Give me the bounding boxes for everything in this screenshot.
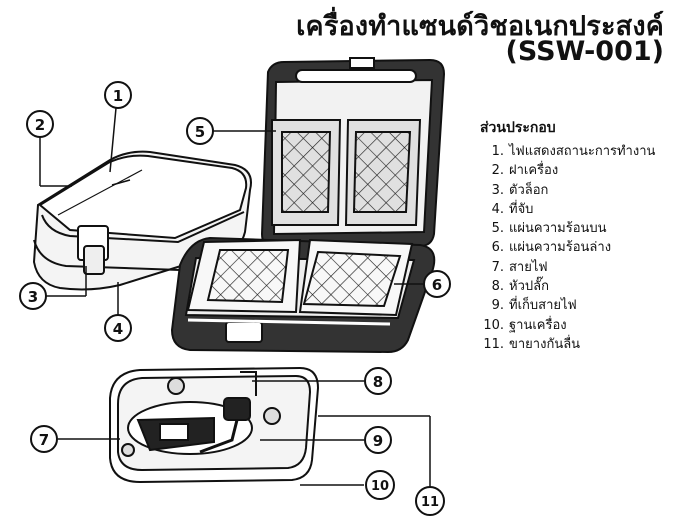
parts-heading: ส่วนประกอบ — [480, 120, 556, 136]
parts-item: 3.ตัวล็อก — [491, 182, 549, 198]
parts-item: 11.ขายางกันลื่น — [483, 336, 581, 352]
callout-number: 1 — [113, 87, 123, 105]
callout-number: 4 — [113, 320, 123, 338]
model-number: (SSW-001) — [505, 36, 665, 67]
callouts — [39, 107, 431, 488]
callout-number: 7 — [39, 431, 49, 449]
callout-9 — [364, 426, 392, 454]
parts-item: 8.หัวปลั๊ก — [491, 279, 549, 295]
parts-item: 7.สายไฟ — [491, 259, 548, 275]
callout-badges — [19, 81, 451, 516]
callout-7 — [30, 425, 58, 453]
callout-number: 6 — [432, 276, 442, 294]
callout-1 — [104, 81, 132, 109]
callout-number: 2 — [35, 116, 45, 134]
callout-2 — [26, 110, 54, 138]
parts-item: 1.ไฟแสดงสถานะการทำงาน — [491, 144, 656, 159]
open-sandwich-maker — [170, 57, 446, 354]
callout-number: 10 — [371, 479, 389, 494]
callout-number: 9 — [373, 432, 383, 450]
callout-number: 5 — [195, 123, 205, 141]
callout-number: 8 — [373, 373, 383, 391]
callout-6 — [423, 270, 451, 298]
callout-3 — [19, 282, 47, 310]
parts-item: 4.ที่จับ — [491, 201, 534, 217]
parts-item: 10.ฐานเครื่อง — [483, 317, 567, 333]
parts-item: 9.ที่เก็บสายไฟ — [491, 298, 577, 314]
parts-item: 5.แผ่นความร้อนบน — [491, 221, 607, 237]
parts-list: ส่วนประกอบ 1.ไฟแสดงสถานะการทำงาน 2.ฝาเคร… — [480, 117, 655, 354]
underside-view — [109, 366, 320, 484]
callout-5 — [186, 117, 214, 145]
callout-8 — [364, 367, 392, 395]
page-title: เครื่องทำแซนด์วิชอเนกประสงค์ — [296, 11, 664, 42]
parts-item: 2.ฝาเครื่อง — [491, 163, 559, 179]
callout-11 — [415, 486, 445, 516]
callout-numbers: 1 2 3 4 5 6 7 8 9 10 11 — [28, 87, 442, 510]
callout-number: 3 — [28, 288, 38, 306]
callout-10 — [365, 470, 395, 500]
parts-item: 6.แผ่นความร้อนล่าง — [491, 240, 612, 256]
callout-4 — [104, 314, 132, 342]
callout-number: 11 — [421, 495, 439, 510]
